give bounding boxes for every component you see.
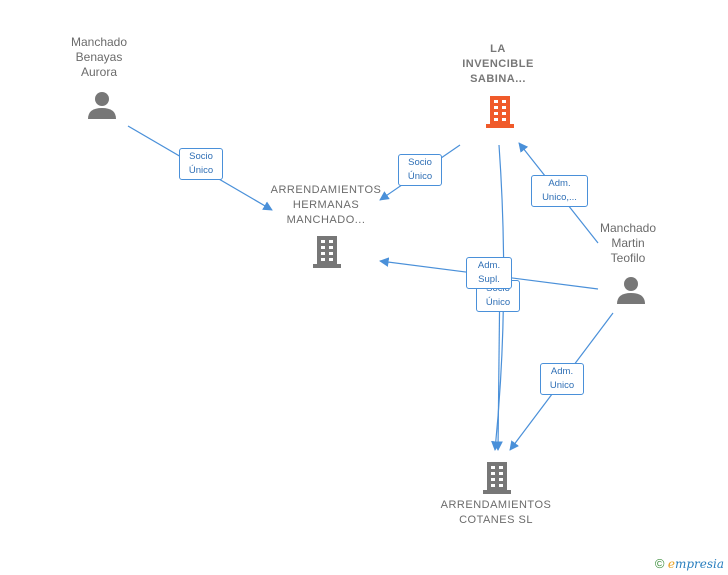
copyright-symbol: ©	[654, 556, 665, 571]
building-icon[interactable]	[312, 234, 342, 268]
node-label-manchado-martin: Manchado Martin Teofilo	[599, 221, 657, 265]
node-label-arrendamientos-cotanes: ARRENDAMIENTOS COTANES SL	[440, 499, 552, 526]
person-icon[interactable]	[87, 90, 117, 120]
node-label-arrendamientos-hermanas: ARRENDAMIENTOS HERMANAS MANCHADO...	[270, 184, 382, 226]
edge-label-benayas-to-hermanas[interactable]: Socio Único	[179, 148, 223, 180]
node-label-la-invencible: LA INVENCIBLE SABINA...	[462, 43, 534, 85]
edge-label-invencible-to-hermanas[interactable]: Socio Único	[398, 154, 442, 186]
brand-name: mpresia	[674, 557, 724, 571]
brand-e: e	[667, 557, 675, 571]
node-label-manchado-benayas: Manchado Benayas Aurora	[70, 35, 128, 79]
person-icon[interactable]	[616, 275, 646, 305]
edge-label-martin-to-invencible[interactable]: Adm. Unico,...	[531, 175, 588, 207]
brand-logo: © empresia	[655, 556, 724, 571]
edge-label-martin-to-cotanes[interactable]: Adm. Unico	[540, 363, 584, 395]
building-icon[interactable]	[482, 460, 512, 494]
building-icon[interactable]	[485, 94, 515, 128]
edge-label-martin-to-hermanas[interactable]: Adm. Supl.	[466, 257, 512, 289]
